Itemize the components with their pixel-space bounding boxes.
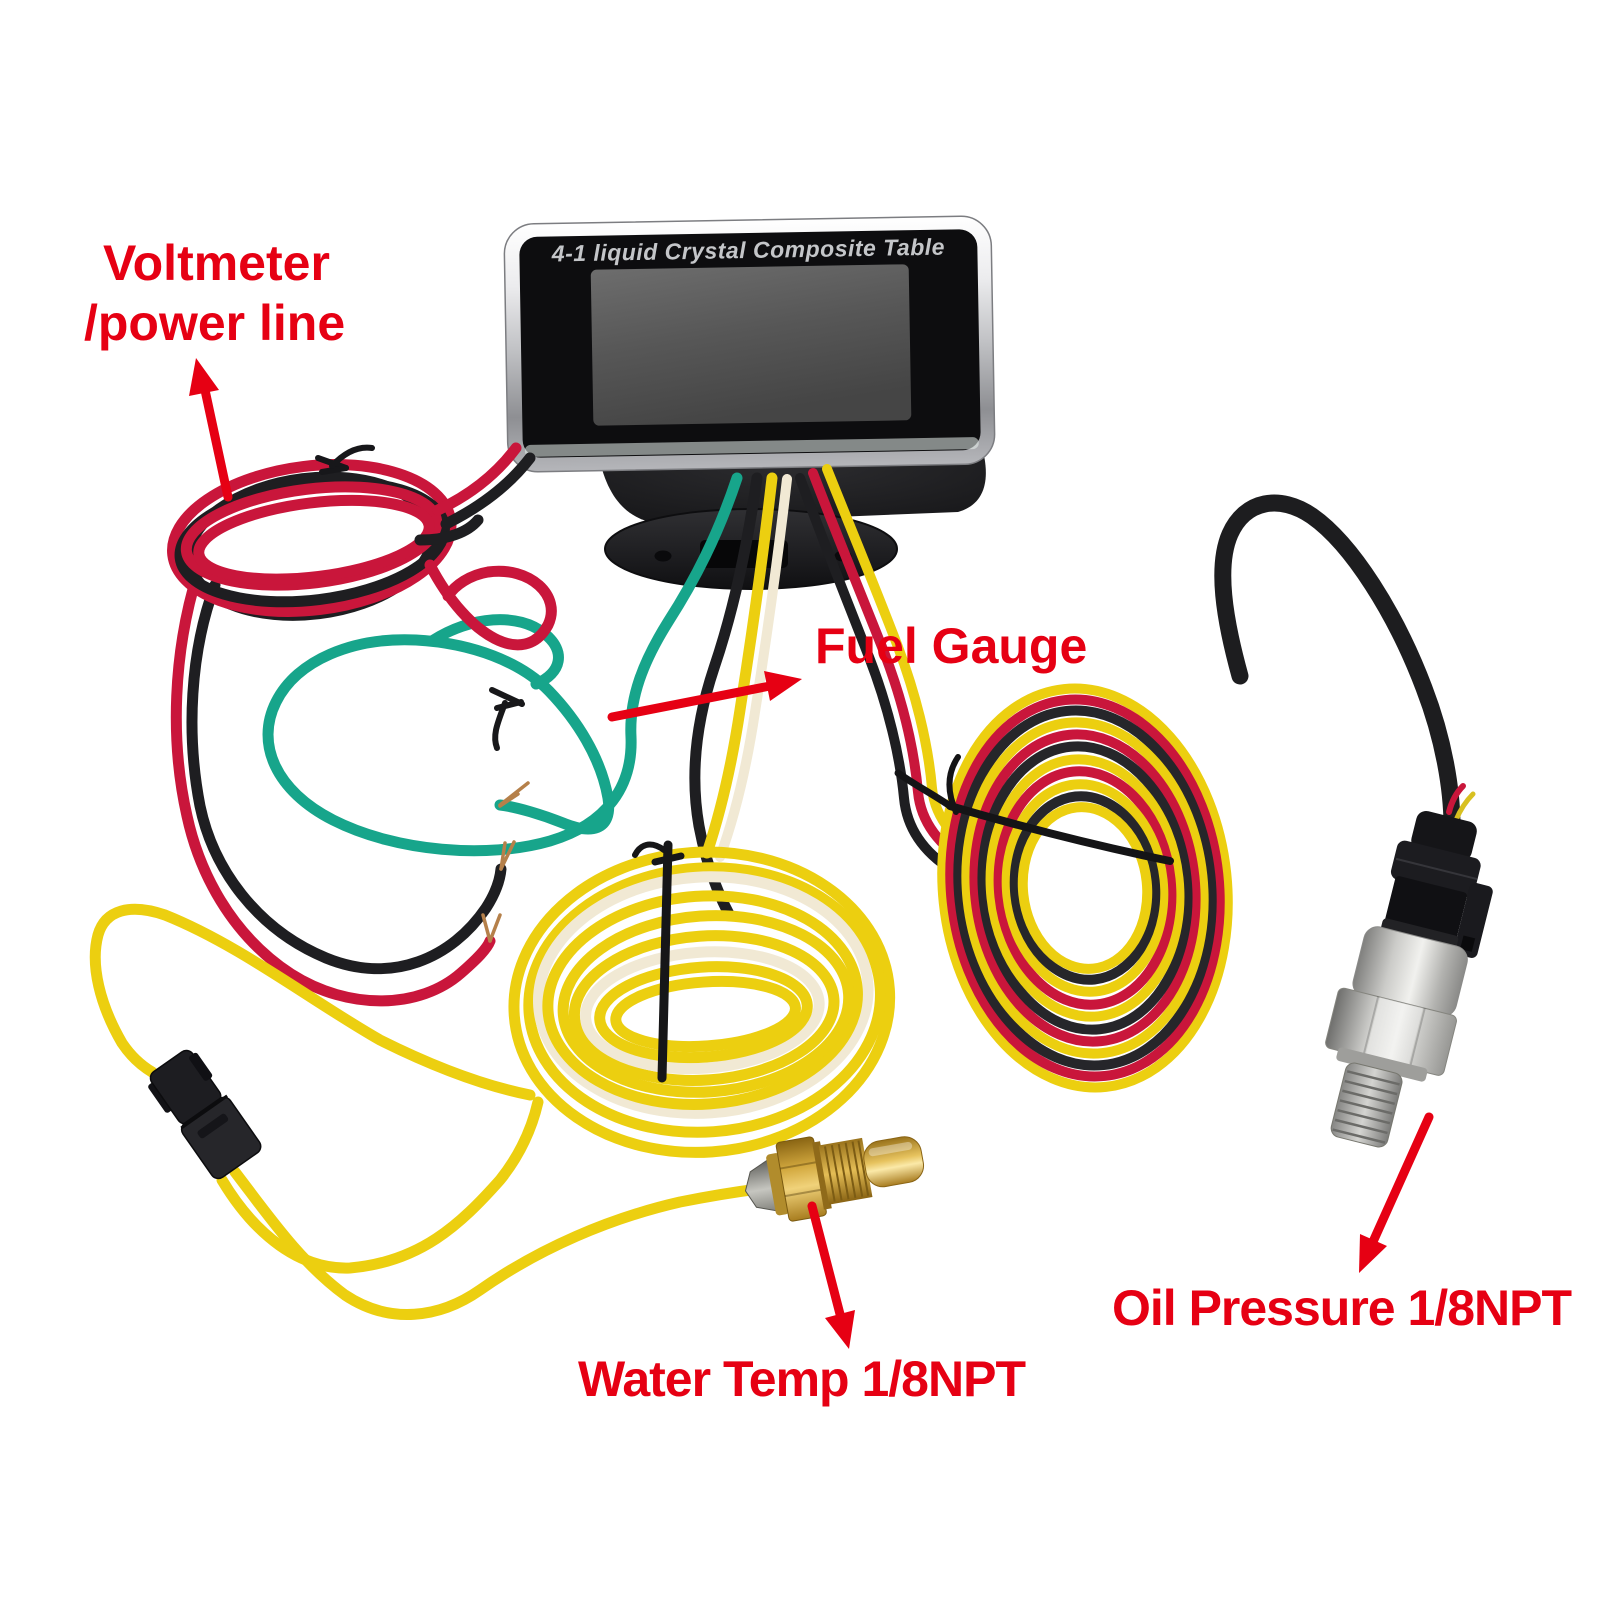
black-wire-to-gauge xyxy=(440,452,536,530)
water-temp-label: Water Temp 1/8NPT xyxy=(578,1351,1025,1407)
bezel-reflection xyxy=(524,437,979,457)
fuel-gauge-label: Fuel Gauge xyxy=(815,618,1087,674)
power-black-lead xyxy=(186,579,507,975)
water-temp-arrow xyxy=(807,1201,855,1349)
oil-sensor-yellow-wire xyxy=(1453,791,1476,823)
water-sensor-probe xyxy=(863,1136,925,1188)
red-wire-to-gauge xyxy=(432,442,522,516)
stripped-wire-end-black xyxy=(499,840,516,871)
voltmeter-label-line2: /power line xyxy=(84,295,345,351)
lcd-screen xyxy=(590,264,912,426)
power-wires xyxy=(170,566,507,1007)
stripped-wire-end-green xyxy=(498,781,530,808)
cable-tie-right xyxy=(894,754,1174,865)
cable-tie-power xyxy=(315,444,375,475)
tri-cable-black xyxy=(795,473,957,875)
cable-tie-middle xyxy=(632,840,685,1083)
yellow-lead-return xyxy=(216,1096,544,1274)
white-harness-wire xyxy=(715,474,792,862)
red-dangling-loop xyxy=(424,559,557,651)
oil-pressure-arrow xyxy=(1359,1112,1434,1273)
tri-cable-red xyxy=(808,468,977,871)
black-wire-stub xyxy=(414,514,484,546)
cable-tie-green xyxy=(489,687,525,751)
power-wire-coil xyxy=(167,442,557,943)
water-temp-sensor xyxy=(744,1136,925,1222)
sm-connector xyxy=(148,1049,262,1180)
oil-sensor-cable xyxy=(1214,494,1461,835)
voltmeter-label: Voltmeter /power line xyxy=(84,235,345,351)
fuel-gauge-arrow xyxy=(607,671,802,722)
yellow-lead-to-connector xyxy=(89,903,536,1101)
oil-sensor-thread xyxy=(1330,1062,1403,1148)
sm-connector-socket xyxy=(180,1096,262,1180)
sensor-cable-coil xyxy=(894,683,1233,1093)
power-red-lead xyxy=(170,566,496,1007)
gauge-head: 4-1 liquid Crystal Composite Table xyxy=(503,215,996,473)
voltmeter-arrow xyxy=(189,358,233,502)
oil-pressure-sensor xyxy=(1325,810,1493,1148)
base-screw-hole-left xyxy=(654,550,672,562)
oil-sensor-red-wire xyxy=(1446,783,1466,815)
water-temp-wire-coil xyxy=(89,840,896,1320)
green-fuel-wire xyxy=(262,472,743,857)
voltmeter-label-line1: Voltmeter xyxy=(103,235,330,291)
oil-pressure-label: Oil Pressure 1/8NPT xyxy=(1112,1280,1571,1336)
stripped-wire-end-red xyxy=(481,913,502,943)
yellow-lead-to-sensor xyxy=(229,1166,764,1320)
yellow-harness-wire xyxy=(701,472,778,859)
